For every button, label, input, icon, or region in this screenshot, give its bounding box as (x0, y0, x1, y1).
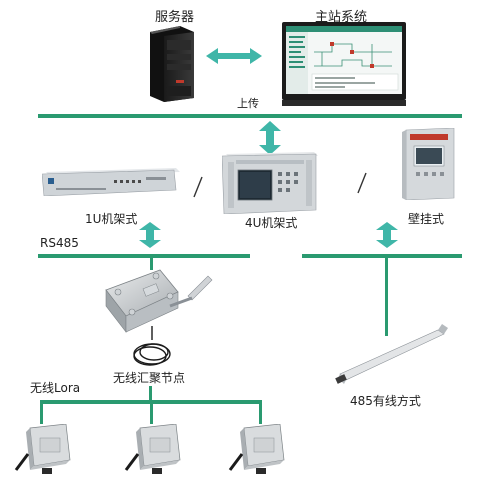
wireless-sensor-icon (226, 424, 286, 480)
upload-bus-line (38, 114, 462, 118)
wireless-sensor-icon (12, 424, 72, 480)
rack-1u-label: 1U机架式 (85, 212, 138, 226)
displacement-sensor-rod-icon (334, 324, 452, 386)
rack-4u-label: 4U机架式 (245, 216, 298, 230)
wired485-label: 485有线方式 (350, 394, 421, 408)
wired485-up-arrow (376, 222, 398, 248)
rack-1u-device-icon (42, 168, 180, 196)
wall-mount-label: 壁挂式 (408, 212, 445, 226)
wired485-bus-line (302, 254, 462, 258)
lora-drop-right (259, 400, 262, 424)
upload-label: 上传 (237, 97, 259, 110)
monitor-icon (282, 22, 406, 108)
bus-4u-arrow (259, 121, 281, 155)
gateway-label: 无线汇聚节点 (113, 371, 186, 385)
gateway-drop-line (149, 386, 152, 402)
wall-mount-cabinet-icon (400, 128, 456, 200)
separator-slash-left (192, 176, 204, 198)
separator-slash-right (356, 172, 368, 194)
server-tower-icon (146, 24, 196, 102)
rack-4u-device-icon (222, 152, 318, 214)
lora-drop-left (40, 400, 43, 424)
server-label: 服务器 (155, 10, 195, 25)
lora-drop-center (150, 400, 153, 424)
master-system-label: 主站系统 (315, 10, 368, 25)
wireless-sensor-icon (122, 424, 182, 480)
rs485-drop-line (150, 256, 153, 270)
wireless-gateway-icon (100, 266, 220, 370)
rs485-label: RS485 (40, 236, 79, 250)
server-master-arrow (206, 48, 262, 64)
wired485-drop-line (385, 256, 388, 336)
rs485-bus-line (38, 254, 250, 258)
lora-label: 无线Lora (30, 381, 81, 395)
rs485-up-arrow (139, 222, 161, 248)
